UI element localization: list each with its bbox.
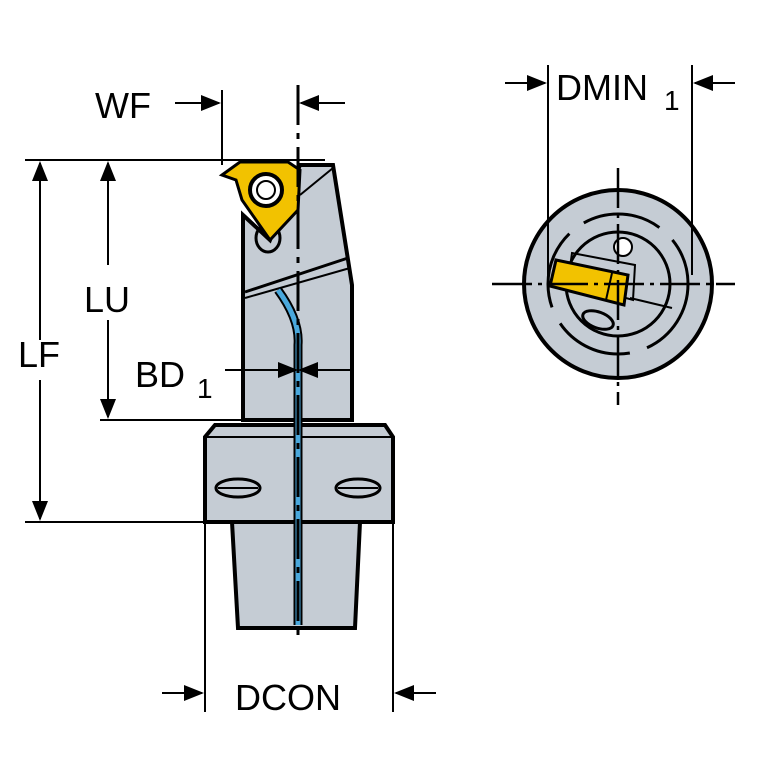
front-insert [548,258,630,307]
lf-label: LF [18,334,60,375]
wf-label: WF [95,85,151,126]
front-view [492,65,735,405]
lu-label: LU [84,279,130,320]
dmin-label: DMIN [556,67,648,108]
bd-label: BD [135,354,185,395]
dcon-label: DCON [235,677,341,718]
dimension-arrows [32,75,735,701]
dmin-subscript: 1 [664,85,680,116]
insert-screw-icon [248,172,284,208]
bd-subscript: 1 [197,373,213,404]
extension-lines [25,90,394,712]
